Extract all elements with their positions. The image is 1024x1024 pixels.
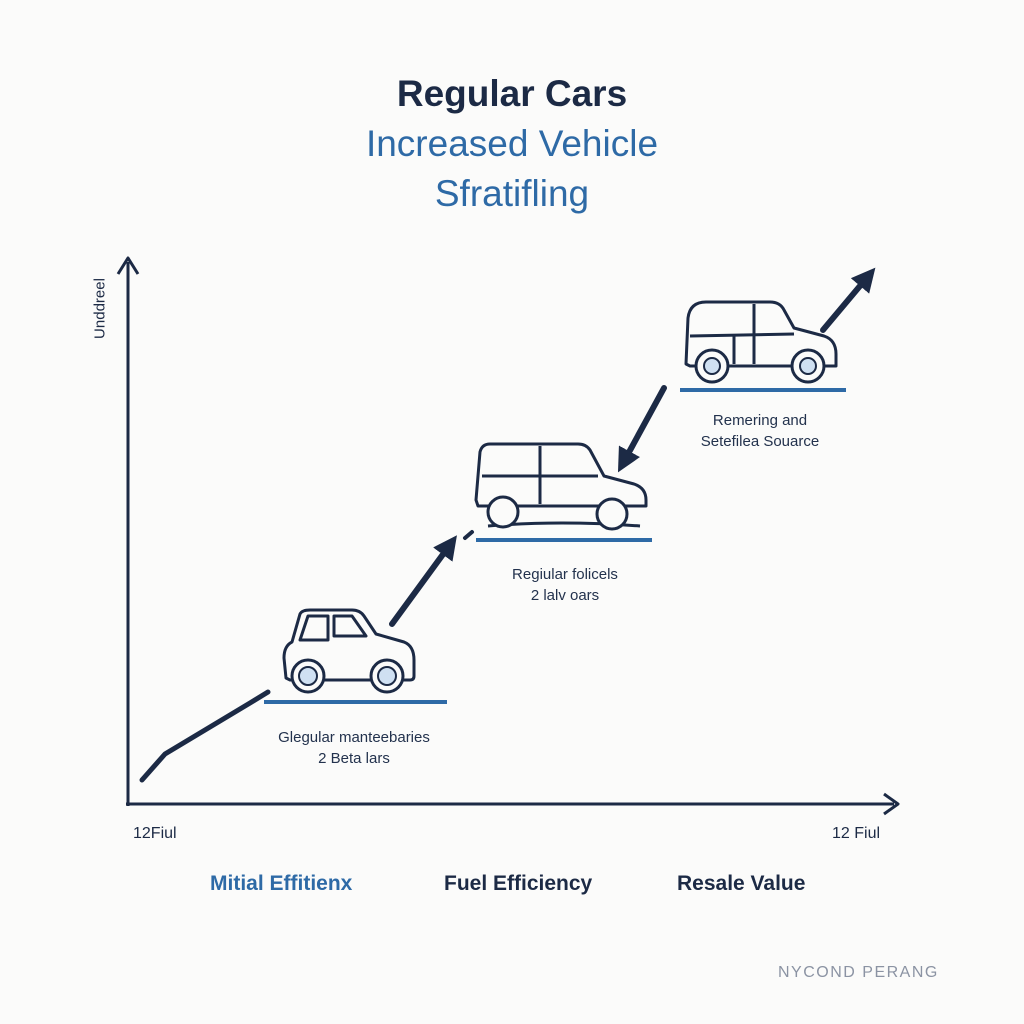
stage-1-caption: Glegular manteebaries 2 Beta lars [236,727,472,769]
stage-3-caption-line-2: Setefilea Souarce [700,433,820,450]
stage-2-caption-line-1: Regiular folicels [512,566,618,583]
stage-1-caption-line-1: Glegular manteebaries [278,729,430,746]
suv-car-icon [474,442,648,531]
x-tick-right: 12 Fiul [832,825,881,842]
trend-line [139,689,271,783]
stage-3-caption-line-1: Remering and [712,412,808,429]
legend-item-1: Mitial Effitienx [210,872,353,895]
arrow-tick-icon [463,530,474,540]
title-line-2: Increased Vehicle [365,123,659,164]
stage-2-caption-line-2: 2 lalv oars [530,587,600,604]
x-tick-left: 12Fiul [133,825,177,842]
title-line-1: Regular Cars [396,73,628,114]
stage-1-caption-line-2: 2 Beta lars [318,750,390,767]
van-car-icon [684,300,838,384]
x-axis-arrow-icon [883,792,900,816]
arrow-stage1-to-stage2-icon [389,535,457,627]
title-line-3: Sfratifling [434,173,590,214]
watermark: NYCOND PERANG [778,964,939,981]
arrow-stage2-stage3-icon [617,385,667,473]
legend-item-2: Fuel Efficiency [444,872,593,895]
legend-item-3: Resale Value [677,872,806,895]
y-axis-label: Unddreel [91,278,109,339]
y-axis-arrow-icon [116,256,140,275]
stage-2-caption: Regiular folicels 2 lalv oars [450,564,680,606]
stage-3-caption: Remering and Setefilea Souarce [660,410,860,452]
arrow-upward-icon [820,267,876,333]
small-car-icon [282,608,416,694]
title-block: Regular Cars Increased Vehicle Sfratifli… [0,70,1024,218]
